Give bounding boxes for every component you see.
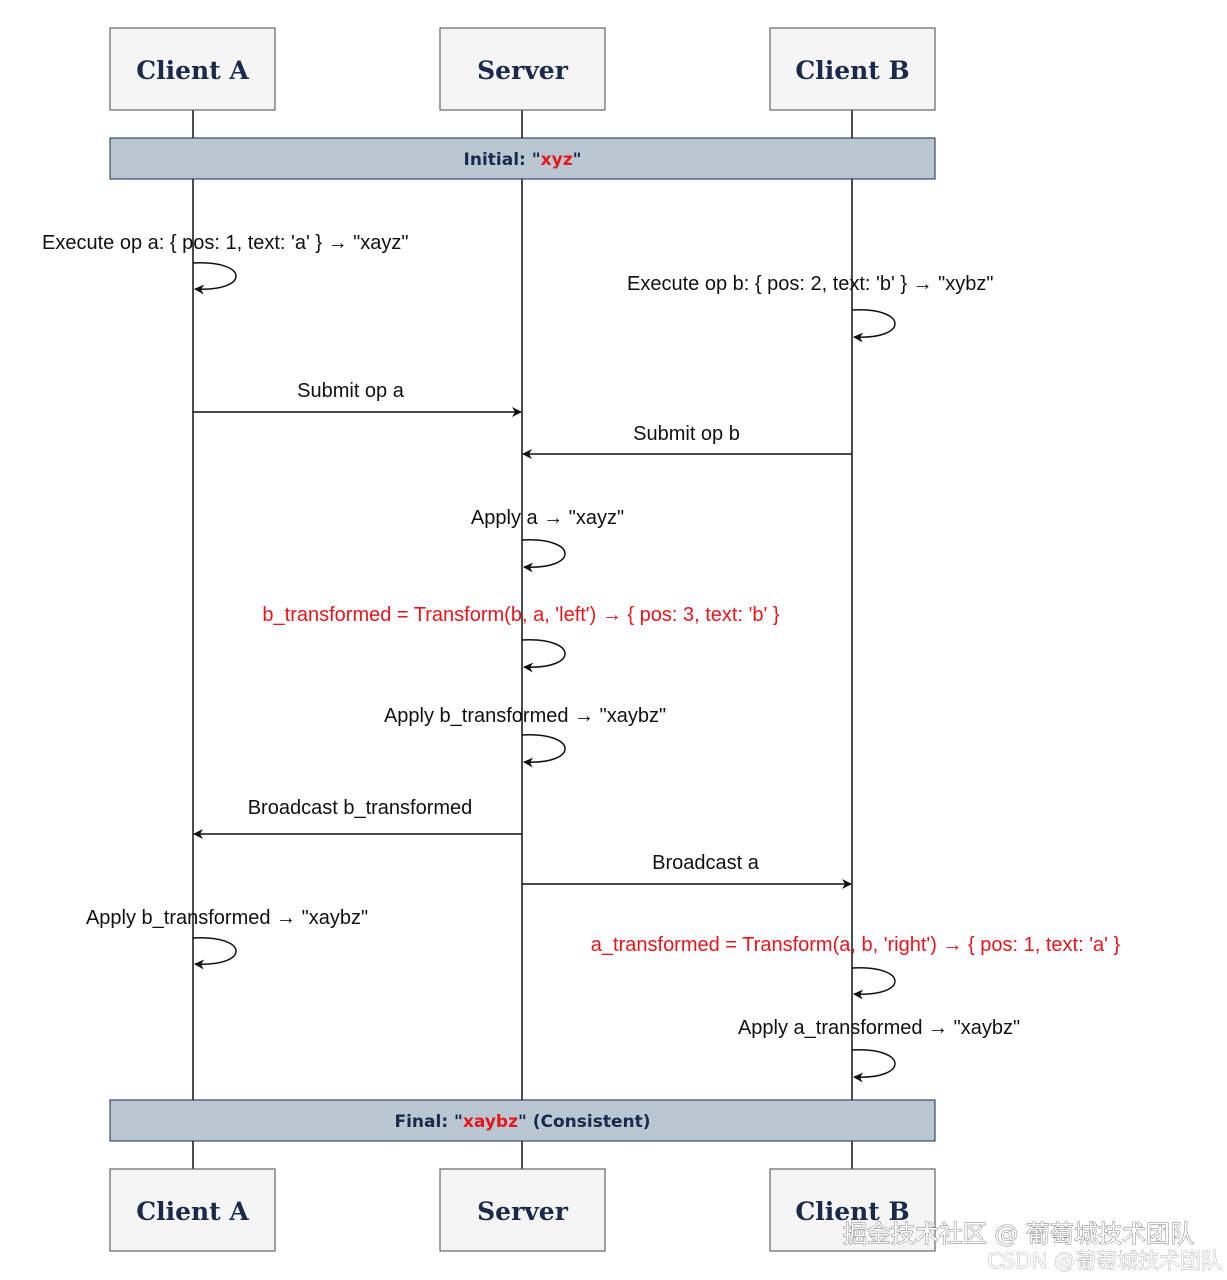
final-note-value: xaybz xyxy=(463,1112,518,1132)
self-loop-client-b-transform-a xyxy=(851,967,896,1000)
actor-client-b-bottom: Client B xyxy=(769,1168,936,1252)
broadcast-a-label: Broadcast a xyxy=(652,852,760,874)
watermark-line2: CSDN @葡萄城技术团队 xyxy=(987,1249,1222,1273)
self-loop-exec-b xyxy=(851,309,896,343)
final-note-suffix: " (Consistent) xyxy=(518,1112,651,1132)
actor-client-a-top: Client A xyxy=(109,27,276,111)
self-loop-server-transform-b xyxy=(521,639,566,673)
initial-note-prefix: Initial: " xyxy=(464,150,541,170)
final-note-prefix: Final: " xyxy=(394,1112,462,1132)
actor-client-b-top: Client B xyxy=(769,27,936,111)
client-b-transform-a-label: a_transformed = Transform(a, b, 'right')… xyxy=(591,934,1121,956)
initial-note-value: xyz xyxy=(541,150,573,170)
actor-client-a-bottom-label: Client A xyxy=(136,1197,249,1226)
self-loop-client-a-apply-b xyxy=(192,937,237,970)
svg-text:Final: "xaybz" (Consistent): Final: "xaybz" (Consistent) xyxy=(394,1112,650,1132)
exec-op-a-label: Execute op a: { pos: 1, text: 'a' } → "x… xyxy=(42,232,408,254)
broadcast-b-label: Broadcast b_transformed xyxy=(248,797,473,819)
watermark-line1: 掘金技术社区 @ 葡萄城技术团队 xyxy=(843,1220,1194,1248)
self-loop-client-b-apply-a xyxy=(851,1049,896,1083)
self-loop-server-apply-b xyxy=(521,734,566,768)
actor-client-a-label: Client A xyxy=(136,56,249,85)
server-apply-b-label: Apply b_transformed → "xaybz" xyxy=(384,705,666,727)
initial-note-suffix: " xyxy=(573,150,582,170)
server-apply-a-label: Apply a → "xayz" xyxy=(471,507,624,529)
initial-state-note: Initial: "xyz" xyxy=(109,137,936,180)
actor-client-b-label: Client B xyxy=(795,56,909,85)
actor-server-top: Server xyxy=(439,27,606,111)
actor-client-a-bottom: Client A xyxy=(109,1168,276,1252)
submit-op-a-label: Submit op a xyxy=(297,380,405,402)
self-loop-server-apply-a xyxy=(521,539,566,573)
self-loop-exec-a xyxy=(192,262,237,295)
actor-server-bottom: Server xyxy=(439,1168,606,1252)
client-a-apply-b-label: Apply b_transformed → "xaybz" xyxy=(86,907,368,929)
submit-op-b-label: Submit op b xyxy=(633,423,740,445)
svg-text:Initial: "xyz": Initial: "xyz" xyxy=(464,150,582,170)
client-b-apply-a-label: Apply a_transformed → "xaybz" xyxy=(738,1017,1020,1039)
server-transform-b-label: b_transformed = Transform(b, a, 'left') … xyxy=(262,604,779,626)
final-state-note: Final: "xaybz" (Consistent) xyxy=(109,1099,936,1142)
actor-server-label: Server xyxy=(477,56,569,85)
actor-server-bottom-label: Server xyxy=(477,1197,569,1226)
exec-op-b-label: Execute op b: { pos: 2, text: 'b' } → "x… xyxy=(627,273,993,295)
actor-client-b-bottom-label: Client B xyxy=(795,1197,909,1226)
